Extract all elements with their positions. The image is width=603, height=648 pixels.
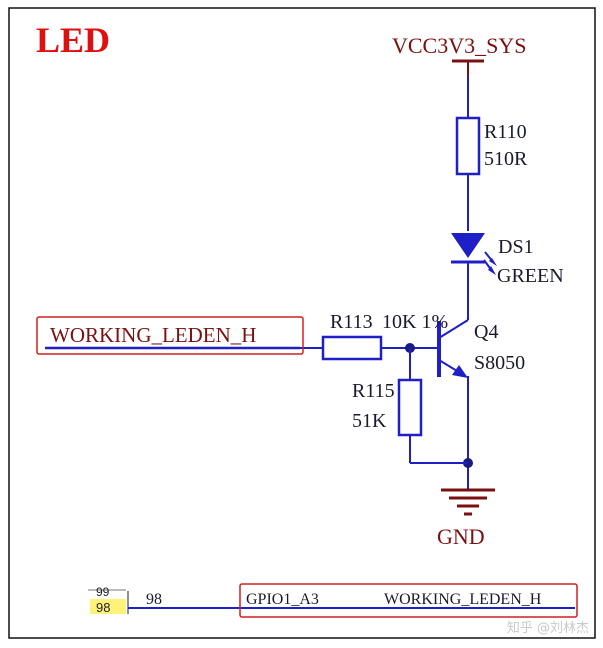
ground-label: GND: [437, 524, 485, 549]
led-ds1: [451, 233, 497, 275]
resistor-r115: [397, 378, 423, 437]
highlight-net-bottom: [239, 583, 578, 618]
connector-net: WORKING_LEDEN_H: [384, 591, 542, 608]
resistor-r113: [321, 335, 383, 361]
watermark: 知乎 @刘林杰: [506, 621, 589, 636]
frame: [8, 7, 596, 639]
r113-ref: R113: [330, 311, 373, 333]
r110-ref: R110: [484, 121, 527, 143]
connector-pin-box-number: 98: [96, 600, 110, 615]
transistor-part: S8050: [474, 352, 525, 374]
connector-pin-partial: 99: [96, 585, 110, 599]
resistor-r110: [455, 116, 481, 176]
power-net-label: VCC3V3_SYS: [392, 33, 526, 58]
led-color: GREEN: [497, 265, 564, 287]
r115-ref: R115: [352, 380, 395, 402]
net-label-left: WORKING_LEDEN_H: [50, 323, 256, 347]
connector-pin-box: [90, 599, 126, 614]
connector-signal: GPIO1_A3: [246, 591, 319, 608]
led-ref: DS1: [498, 236, 534, 258]
power-symbol: [452, 59, 484, 76]
r110-value: 510R: [484, 148, 528, 170]
r115-value: 51K: [352, 410, 387, 432]
ground-symbol: [441, 488, 495, 516]
sheet-title: LED: [36, 20, 110, 60]
highlight-net-left: [36, 316, 304, 355]
r113-value: 10K 1%: [382, 311, 448, 333]
connector-pin-number: 98: [146, 591, 162, 608]
transistor-ref: Q4: [474, 321, 498, 343]
